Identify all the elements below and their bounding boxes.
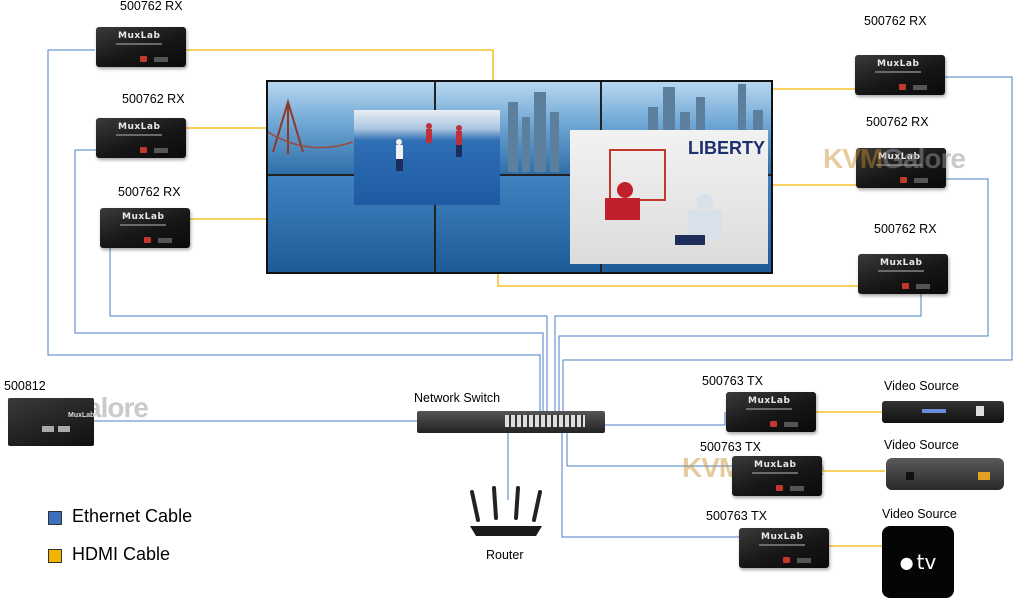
ethernet-cable-rx3 <box>109 238 548 412</box>
network-switch <box>417 411 605 433</box>
field-hockey-inset <box>354 110 500 205</box>
rx4-label: 500762 RX <box>864 14 927 28</box>
rx1-label: 500762 RX <box>120 0 183 13</box>
rx2-label: 500762 RX <box>122 92 185 106</box>
source2-label: Video Source <box>884 438 959 452</box>
source1-label: Video Source <box>884 379 959 393</box>
legend-hdmi-swatch <box>48 549 62 563</box>
ethernet-cable-tx1 <box>605 412 726 426</box>
ethernet-cable-tx2 <box>566 433 733 467</box>
liberty-sign: LIBERTY <box>688 138 766 158</box>
legend-hdmi-label: HDMI Cable <box>72 544 171 564</box>
controller-label: 500812 <box>4 379 46 393</box>
receiver-3: MuxLab <box>100 208 190 248</box>
receiver-4: MuxLab <box>855 55 945 95</box>
ethernet-cables <box>47 49 1013 538</box>
ethernet-cable-rx6 <box>554 292 922 412</box>
hdmi-cable-rx1 <box>186 49 494 80</box>
ethernet-cable-rx5 <box>558 178 989 412</box>
transmitter-3: MuxLab <box>739 528 829 568</box>
receiver-1: MuxLab <box>96 27 186 67</box>
ethernet-cable-rx2 <box>74 149 544 412</box>
ice-hockey-inset: LIBERTY <box>570 130 768 264</box>
tx3-label: 500763 TX <box>706 509 767 523</box>
video-source-1 <box>882 401 1004 423</box>
switch-label: Network Switch <box>414 391 501 405</box>
video-source-3: ●tv <box>882 526 954 598</box>
watermark-logo: KVMGalore <box>823 143 966 174</box>
receiver-5: MuxLab <box>856 148 946 188</box>
router-label: Router <box>486 548 524 562</box>
apple-tv-label: tv <box>916 550 937 574</box>
legend-ethernet-label: Ethernet Cable <box>72 506 193 526</box>
rx3-label: 500762 RX <box>118 185 181 199</box>
rx5-label: 500762 RX <box>866 115 929 129</box>
router-device <box>470 486 542 536</box>
ethernet-cable-tx3 <box>561 433 740 538</box>
hdmi-cable-rx6 <box>497 270 860 287</box>
receiver-2: MuxLab <box>96 118 186 158</box>
apple-icon: ● <box>899 552 914 572</box>
rx6-label: 500762 RX <box>874 222 937 236</box>
controller-device: MuxLab <box>8 398 94 446</box>
tx2-label: 500763 TX <box>700 440 761 454</box>
video-source-2 <box>886 458 1004 490</box>
transmitter-2: MuxLab <box>732 456 822 496</box>
transmitter-1: MuxLab <box>726 392 816 432</box>
legend-ethernet-swatch <box>48 511 62 525</box>
receiver-6: MuxLab <box>858 254 948 294</box>
ethernet-cable-rx4 <box>562 76 1013 412</box>
ethernet-cable-rx1 <box>47 49 541 412</box>
hdmi-cables <box>186 49 885 547</box>
source3-label: Video Source <box>882 507 957 521</box>
tx1-label: 500763 TX <box>702 374 763 388</box>
video-wall: LIBERTY <box>266 80 773 274</box>
